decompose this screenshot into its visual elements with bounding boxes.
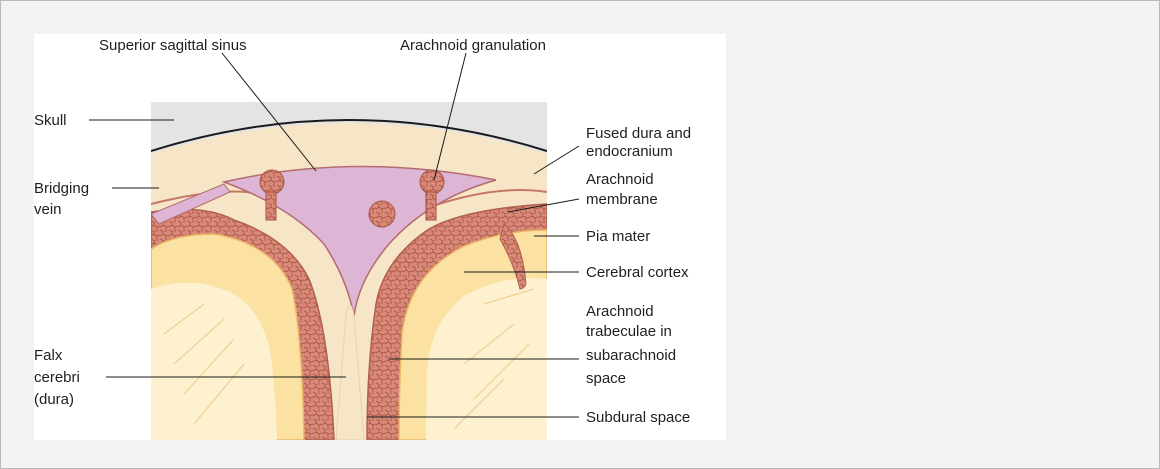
label-arachnoid-granulation: Arachnoid granulation — [400, 37, 546, 54]
label-falx-line3: (dura) — [34, 391, 74, 408]
meninges-diagram: Superior sagittal sinus Arachnoid granul… — [34, 34, 726, 440]
label-falx-line2: cerebri — [34, 369, 80, 386]
label-fused-dura-line2: endocranium — [586, 143, 673, 160]
label-fused-dura-line1: Fused dura and — [586, 125, 691, 142]
label-cerebral-cortex: Cerebral cortex — [586, 264, 689, 281]
label-bridging-vein-line1: Bridging — [34, 180, 89, 197]
label-pia-mater: Pia mater — [586, 228, 650, 245]
label-bridging-vein-line2: vein — [34, 201, 62, 218]
meninges-diagram-svg: Superior sagittal sinus Arachnoid granul… — [34, 34, 726, 440]
anatomy-artwork — [151, 102, 547, 440]
label-falx-line1: Falx — [34, 347, 63, 364]
label-arachnoid-membrane-line2: membrane — [586, 191, 658, 208]
label-arachnoid-membrane-line1: Arachnoid — [586, 171, 654, 188]
label-subdural-space: Subdural space — [586, 409, 690, 426]
label-arachnoid-trabeculae-line2: trabeculae in — [586, 323, 672, 340]
label-arachnoid-trabeculae-line3: subarachnoid — [586, 347, 676, 364]
label-skull: Skull — [34, 112, 67, 129]
label-arachnoid-trabeculae-line4: space — [586, 370, 626, 387]
label-arachnoid-trabeculae-line1: Arachnoid — [586, 303, 654, 320]
label-superior-sagittal-sinus: Superior sagittal sinus — [99, 37, 247, 54]
